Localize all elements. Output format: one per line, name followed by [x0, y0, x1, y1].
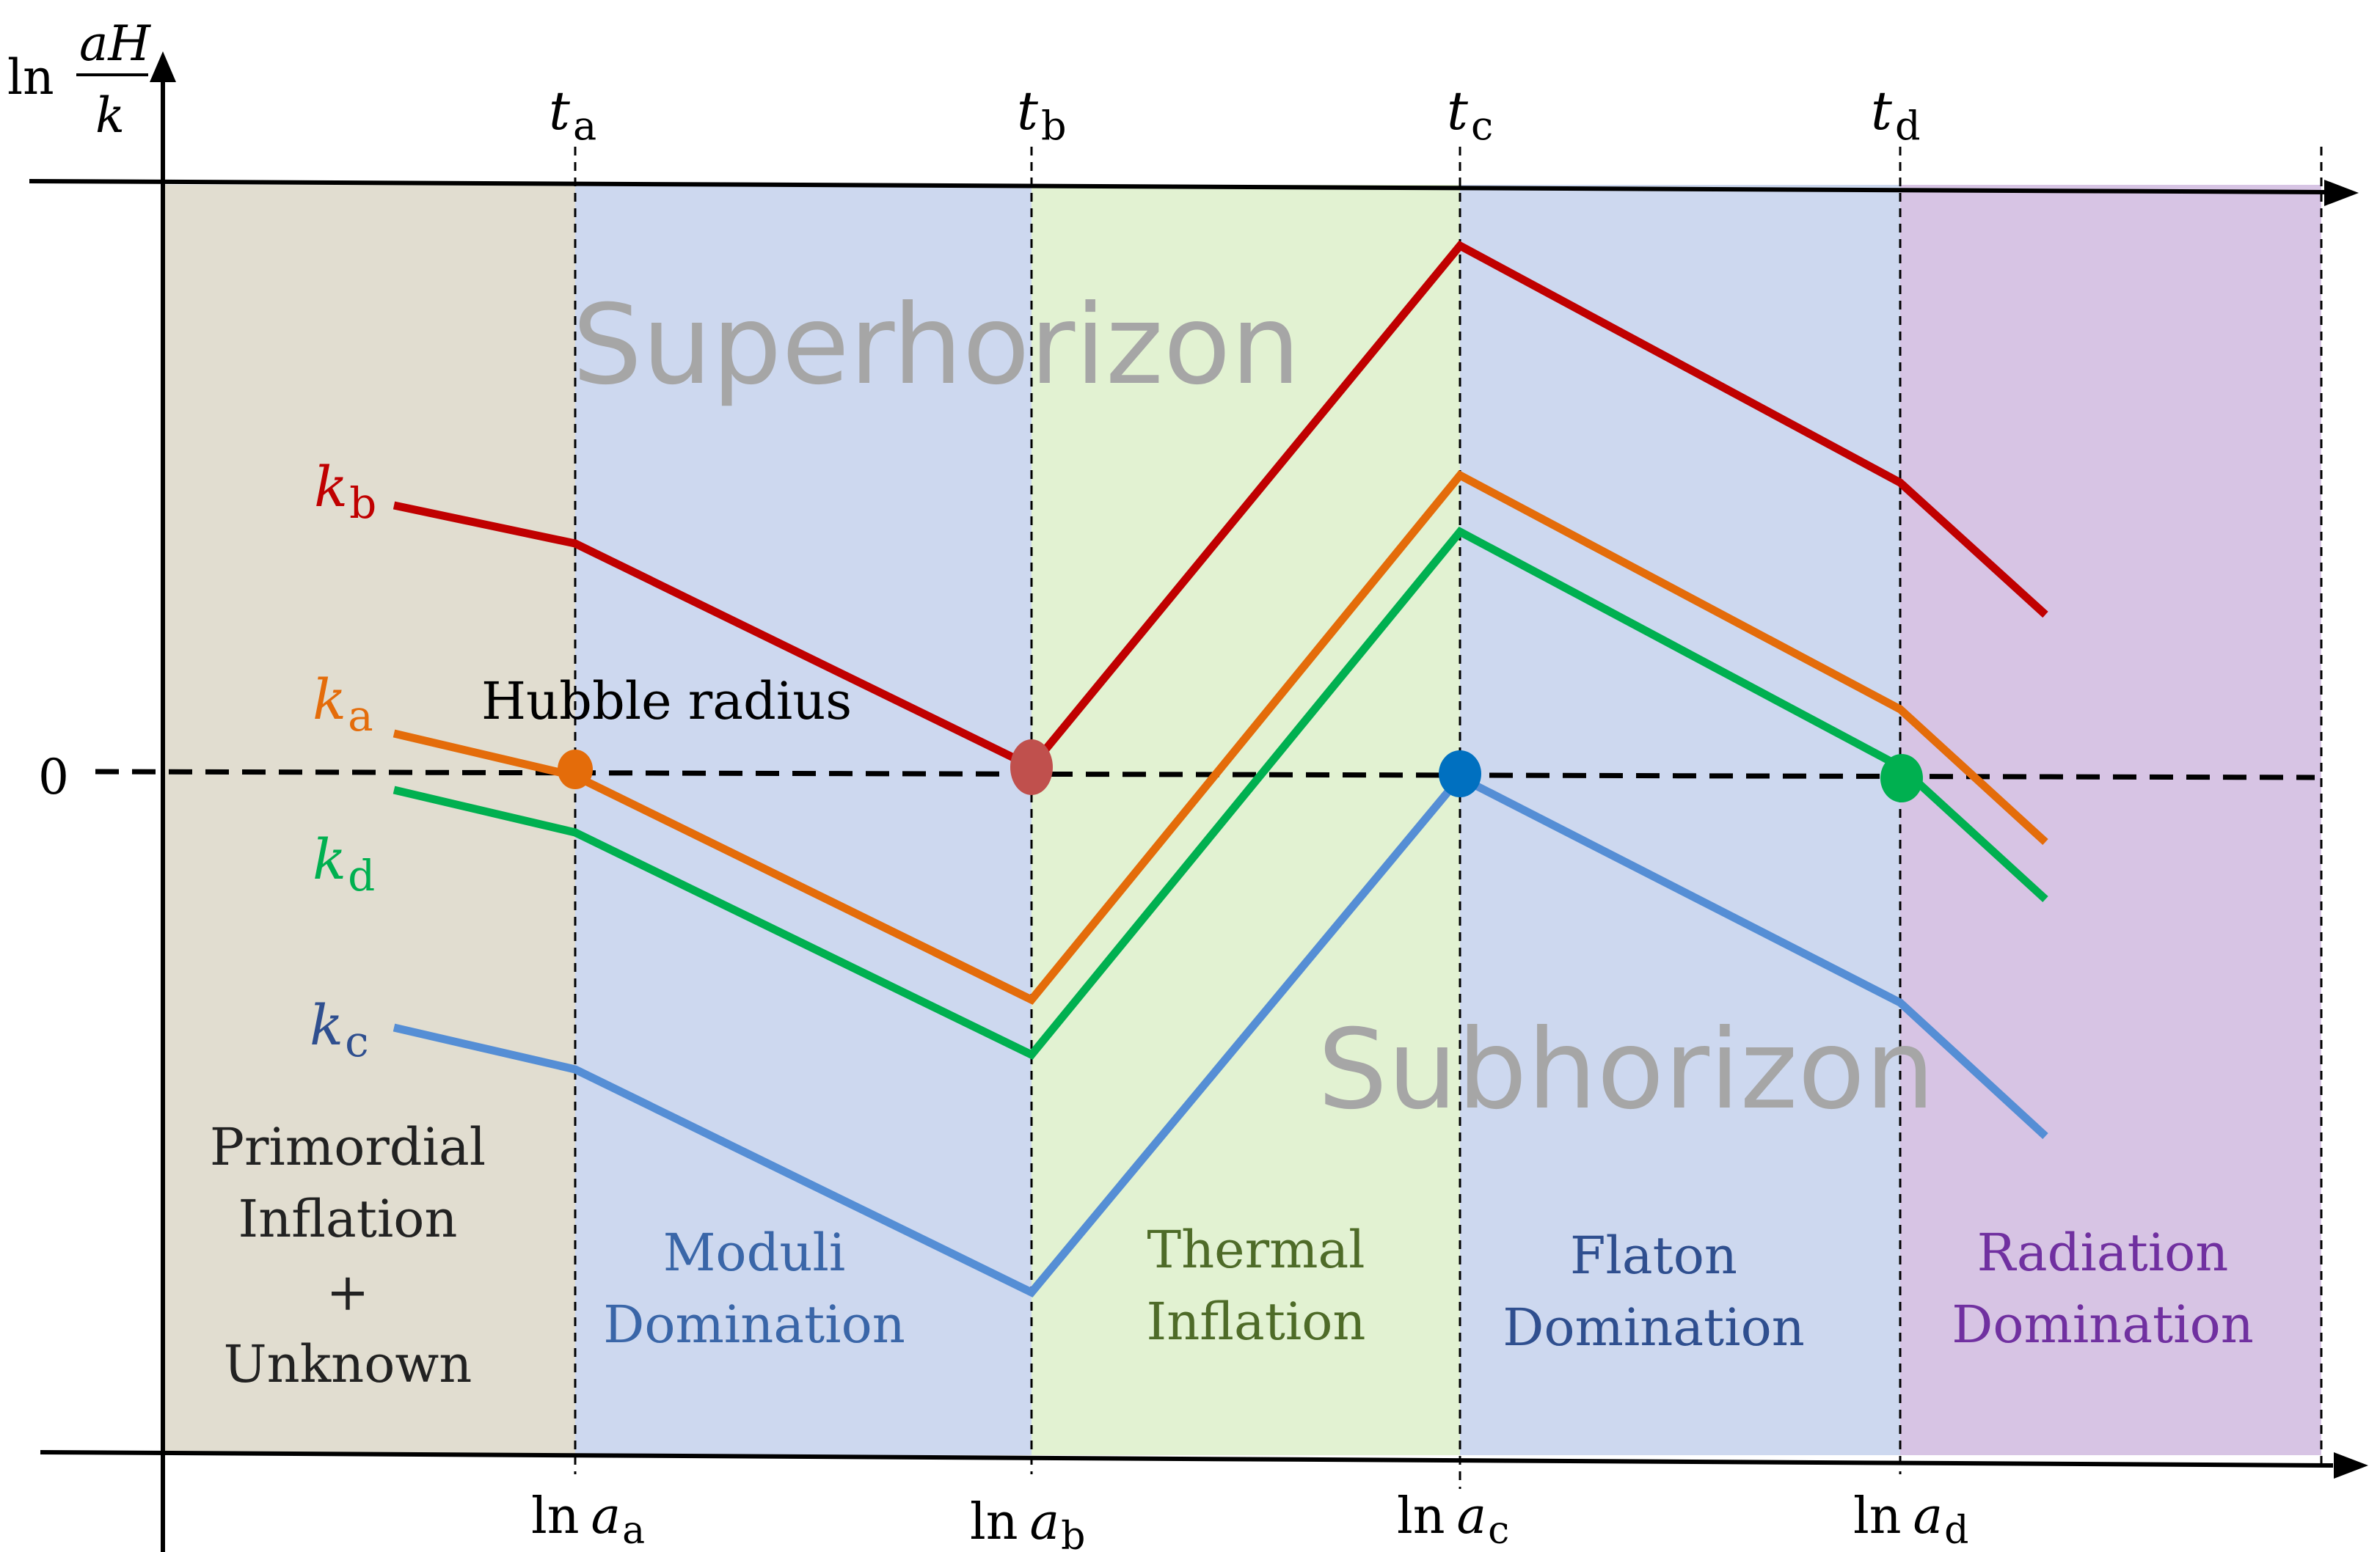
- mode-label-kb: kb: [314, 454, 376, 528]
- time-label-tc: tc: [1447, 80, 1493, 149]
- region-moduli-bg: [575, 185, 1032, 1455]
- region-label-moduli: Moduli Domination: [603, 1223, 905, 1355]
- axes: [29, 73, 2334, 1552]
- bottom-axis-arrowhead: [2334, 1452, 2368, 1479]
- y-label-numerator: aH: [79, 15, 151, 72]
- time-labels: ta tb tc td: [549, 80, 1921, 149]
- bottom-axis: [40, 1450, 2334, 1468]
- region-label-flaton: Flaton Domination: [1503, 1226, 1805, 1358]
- top-axis: [29, 179, 2326, 194]
- crossing-marker-ka: [558, 750, 593, 789]
- vertical-dashed-lines: [574, 147, 2323, 1489]
- region-radiation-bg: [1900, 185, 2321, 1455]
- curve-kb: [393, 241, 2048, 772]
- region-label-primordial: Primordial Inflation + Unknown: [210, 1117, 486, 1394]
- region-primordial-line1: Primordial: [210, 1117, 486, 1177]
- region-label-radiation: Radiation Domination: [1952, 1223, 2254, 1355]
- region-thermal-line2: Inflation: [1147, 1292, 1366, 1352]
- mode-label-kd: kd: [313, 827, 375, 901]
- crossing-marker-kb: [1010, 739, 1053, 795]
- region-moduli-line1: Moduli: [663, 1223, 846, 1283]
- subhorizon-label: Subhorizon: [1318, 1006, 1935, 1134]
- y-label-ln: ln: [7, 49, 54, 106]
- region-radiation-line2: Domination: [1952, 1295, 2254, 1355]
- region-moduli-line2: Domination: [603, 1295, 905, 1355]
- superhorizon-label: Superhorizon: [572, 282, 1301, 409]
- y-axis-arrowhead: [150, 51, 176, 82]
- hubble-radius-line: [95, 769, 2315, 780]
- top-axis-arrowhead: [2324, 180, 2359, 206]
- curve-ka: [393, 470, 2048, 1005]
- region-labels: Primordial Inflation + Unknown Moduli Do…: [210, 1117, 2254, 1394]
- mode-label-kc: kc: [310, 992, 369, 1066]
- mode-label-ka: ka: [313, 667, 373, 741]
- region-flaton-bg: [1460, 185, 1900, 1455]
- region-primordial-line3: +: [326, 1262, 370, 1322]
- region-flaton-line2: Domination: [1503, 1297, 1805, 1358]
- region-radiation-line1: Radiation: [1977, 1223, 2229, 1283]
- region-flaton-line1: Flaton: [1570, 1226, 1737, 1286]
- region-thermal-line1: Thermal: [1147, 1220, 1365, 1280]
- region-primordial-line4: Unknown: [224, 1334, 472, 1394]
- region-thermal-bg: [1032, 185, 1460, 1455]
- time-label-ta: ta: [549, 80, 596, 149]
- region-label-thermal: Thermal Inflation: [1147, 1220, 1366, 1352]
- y-label-denominator: k: [95, 87, 125, 144]
- zero-label: 0: [38, 749, 69, 805]
- y-axis-label: ln aH k: [7, 15, 151, 144]
- crossing-marker-kd: [1880, 754, 1923, 802]
- region-primordial-line2: Inflation: [238, 1189, 458, 1249]
- crossing-marker-kc: [1439, 750, 1481, 797]
- time-label-tb: tb: [1017, 80, 1067, 149]
- time-label-td: td: [1871, 80, 1921, 149]
- mode-labels: kb ka kd kc: [310, 454, 376, 1066]
- hubble-radius-label: Hubble radius: [481, 671, 852, 731]
- curve-kc: [393, 772, 2048, 1297]
- curve-kd: [393, 527, 2048, 1060]
